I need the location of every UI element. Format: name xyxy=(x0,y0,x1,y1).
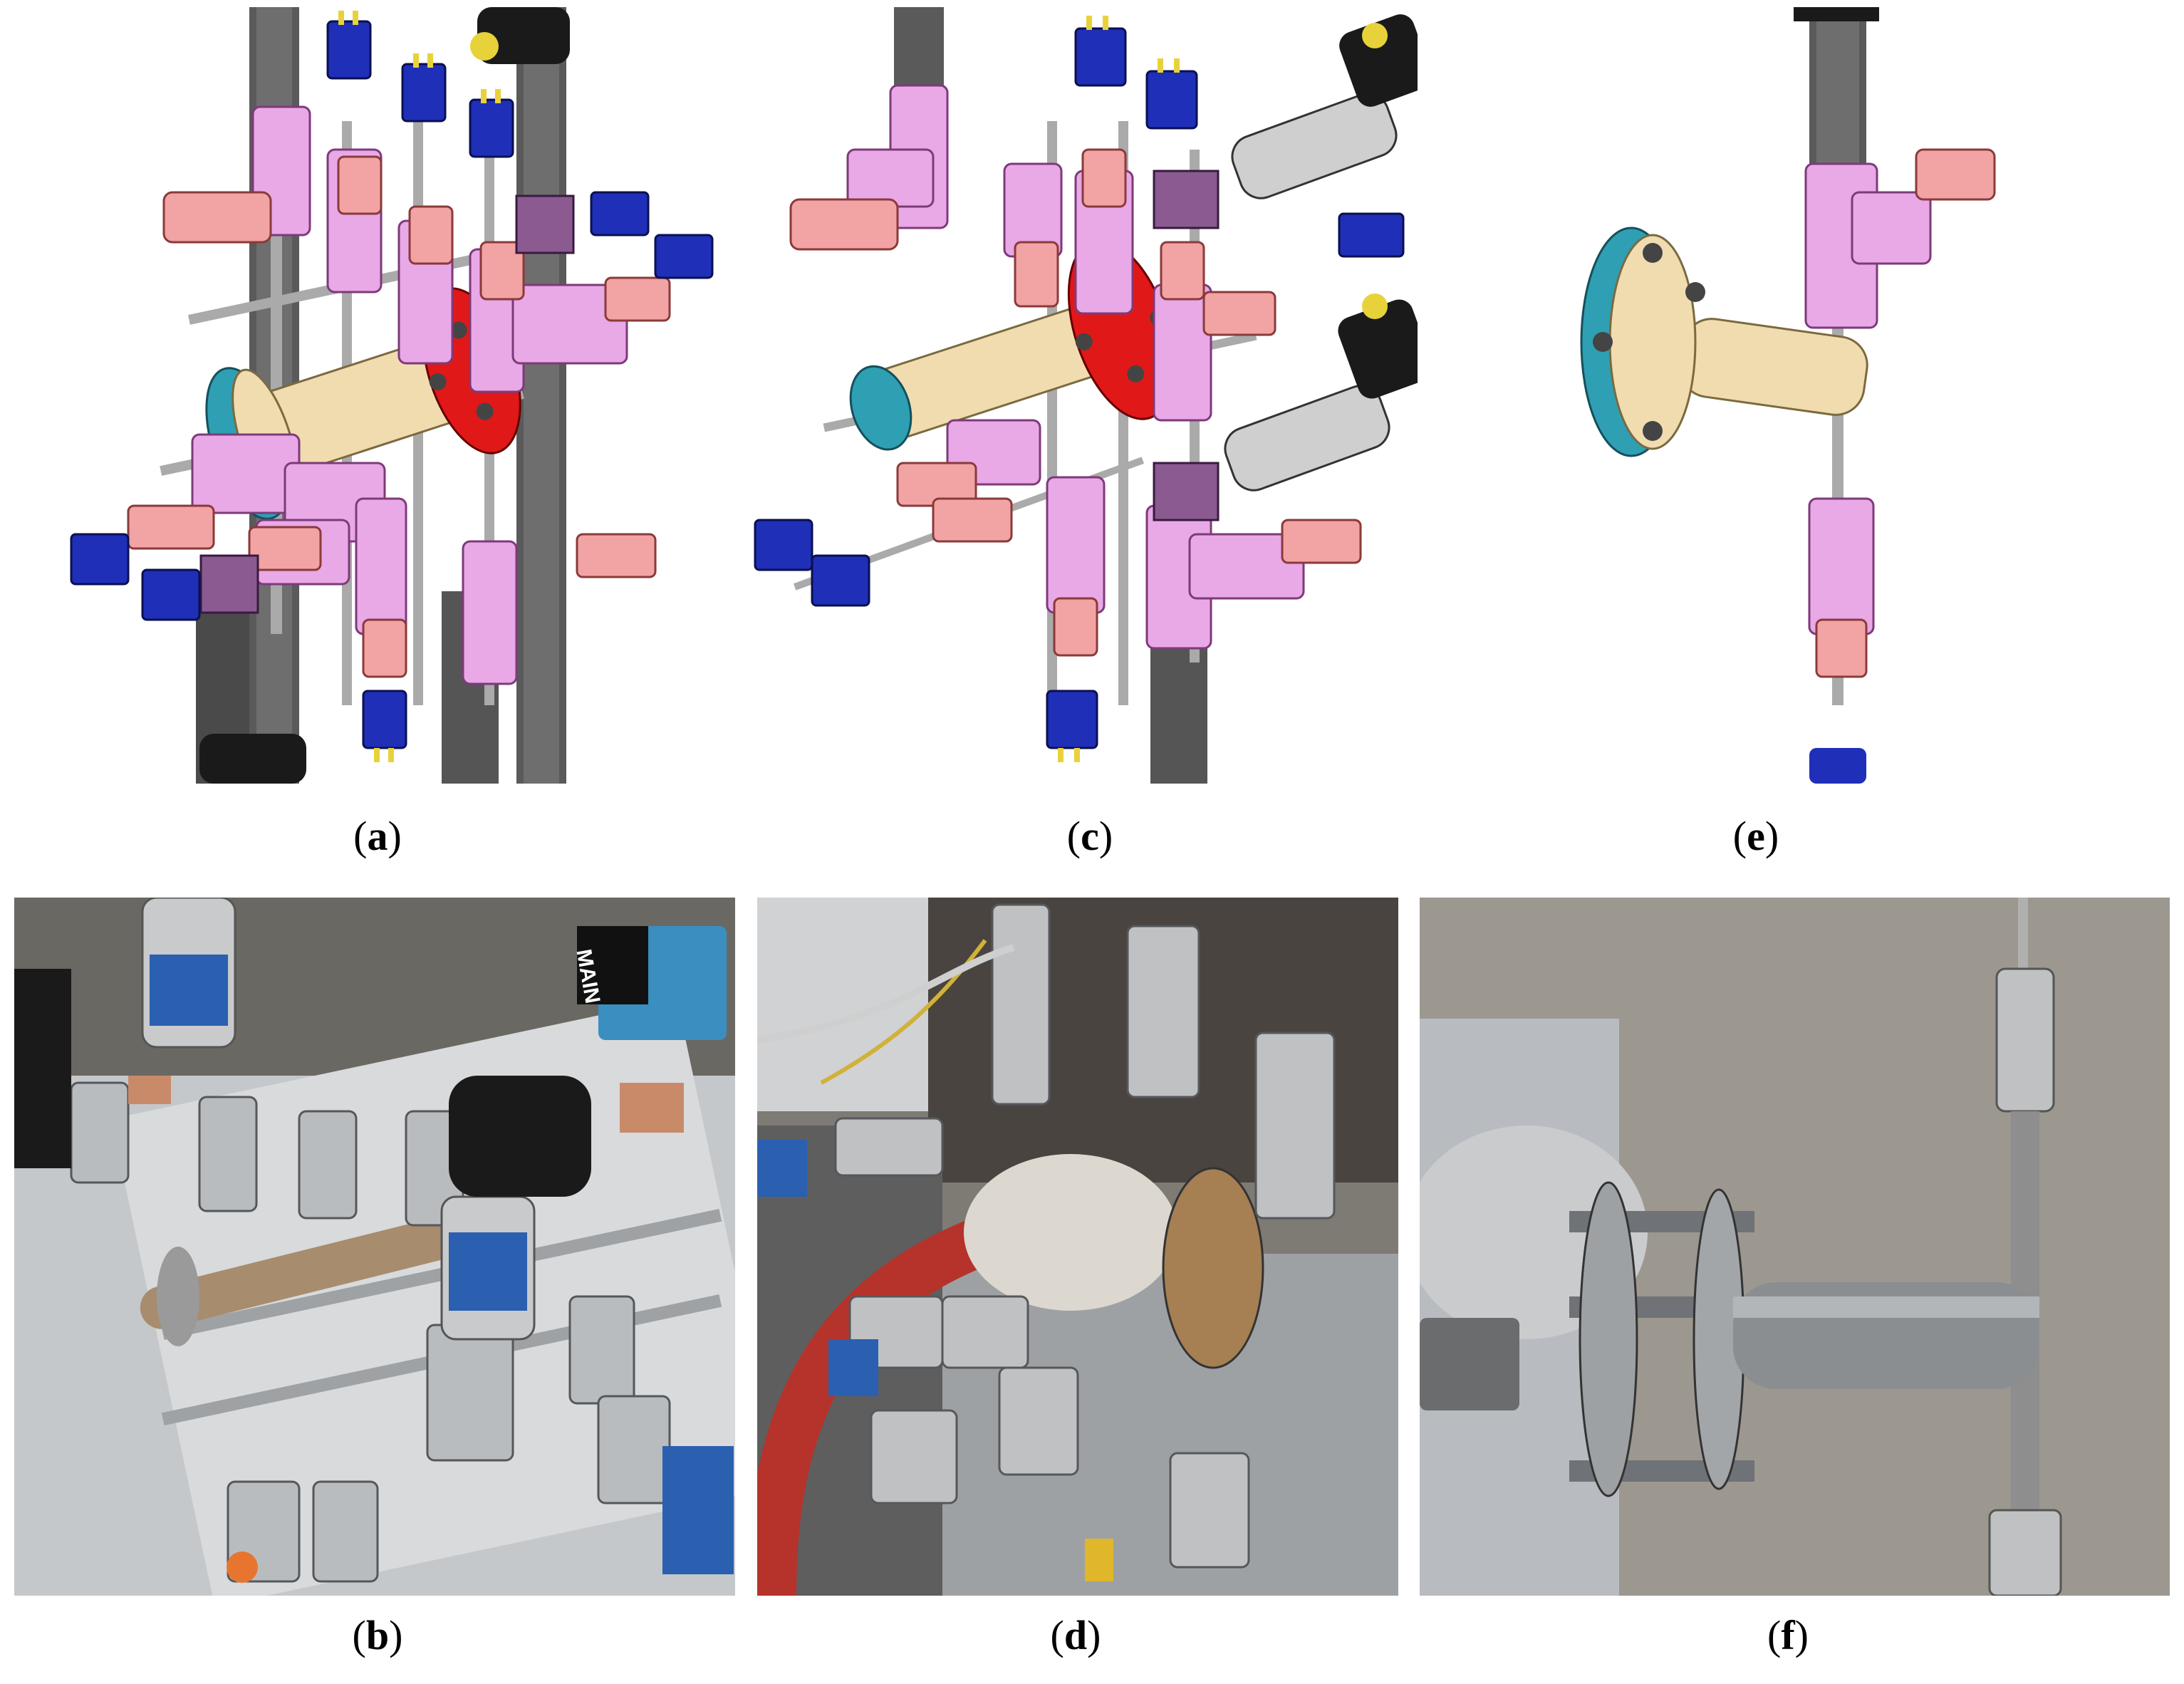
cad-assembly-e xyxy=(1580,7,1996,784)
photo-b-apparatus xyxy=(14,898,735,1596)
pressure-transmitter-icon xyxy=(1224,14,1418,492)
panel-d-photo xyxy=(757,898,1398,1596)
caption-c: (c) xyxy=(1066,813,1113,859)
photo-f-apparatus xyxy=(1420,898,2170,1596)
photo-d-apparatus xyxy=(757,898,1398,1596)
caption-a: (a) xyxy=(353,813,402,859)
pressure-transmitter-icon xyxy=(141,898,734,1574)
caption-f: (f) xyxy=(1767,1612,1809,1658)
cad-assembly-a xyxy=(70,7,714,784)
compression-fitting xyxy=(1995,967,2055,1113)
connector-black-icon xyxy=(449,1076,591,1197)
thermocouple-connector-icon xyxy=(326,20,372,80)
nut-salmon xyxy=(162,191,272,244)
pressure-sensor-icon xyxy=(477,7,570,64)
panel-b-photo: MAIN xyxy=(14,898,735,1596)
cad-assembly-c xyxy=(754,7,1418,784)
caption-d: (d) xyxy=(1050,1612,1101,1658)
caption-e: (e) xyxy=(1732,813,1779,859)
panel-c-cad-render xyxy=(734,7,1418,784)
panel-e-cad-render xyxy=(1553,7,2052,784)
caption-b: (b) xyxy=(352,1612,403,1658)
panel-f-photo xyxy=(1420,898,2170,1596)
panel-a-cad-render xyxy=(14,7,734,784)
